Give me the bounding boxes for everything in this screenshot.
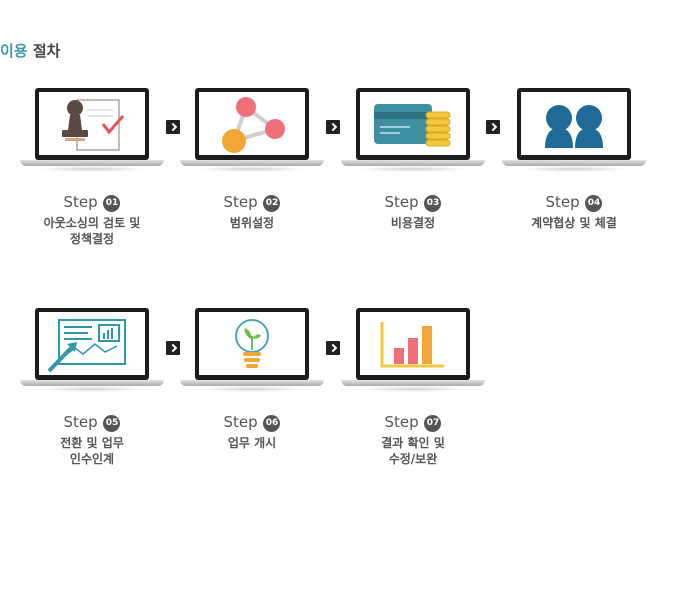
- step-label: Step 02: [180, 193, 324, 212]
- step-number: 05: [103, 415, 121, 432]
- page-title-accent: 이용: [0, 42, 28, 60]
- presentation-chart-icon: [47, 319, 126, 373]
- step-description: 계약협상 및 체결: [502, 215, 646, 231]
- step-description: 비용결정: [341, 215, 485, 231]
- bar-chart-icon: [380, 322, 444, 368]
- step-label: Step 03: [341, 193, 485, 212]
- step-word: Step: [223, 193, 258, 211]
- step-description: 결과 확인 및 수정/보완: [341, 435, 485, 467]
- step-word: Step: [384, 193, 419, 211]
- laptop-frame: [502, 88, 652, 178]
- step-label: Step 01: [20, 193, 164, 212]
- laptop-frame: [341, 308, 491, 398]
- step-number: 03: [424, 195, 442, 212]
- step-description-line: 정책결정: [69, 232, 115, 246]
- two-people-icon: [545, 105, 603, 148]
- step-number: 06: [263, 415, 281, 432]
- step-number: 04: [585, 195, 603, 212]
- step-word: Step: [63, 413, 98, 431]
- step-number: 02: [263, 195, 281, 212]
- step-description-line: 인수인계: [69, 452, 115, 466]
- step-description-line: 수정/보완: [388, 452, 438, 466]
- step-description-line: 전환 및 업무: [60, 436, 124, 450]
- page-title: 이용 절차: [0, 40, 60, 61]
- step-label: Step 06: [180, 413, 324, 432]
- step-number: 07: [424, 415, 442, 432]
- step-label: Step 07: [341, 413, 485, 432]
- step-description: 업무 개시: [180, 435, 324, 451]
- step-description-line: 범위설정: [229, 216, 275, 230]
- step-word: Step: [384, 413, 419, 431]
- laptop-frame: [341, 88, 491, 178]
- step-description-line: 비용결정: [390, 216, 436, 230]
- step-description-line: 계약협상 및 체결: [531, 216, 617, 230]
- laptop-frame: [180, 88, 330, 178]
- page-title-rest: 절차: [32, 42, 61, 60]
- step-word: Step: [223, 413, 258, 431]
- laptop-frame: [180, 308, 330, 398]
- step-description: 전환 및 업무 인수인계: [20, 435, 164, 467]
- step-word: Step: [545, 193, 580, 211]
- next-arrow-icon: [166, 341, 180, 355]
- laptop-frame: [20, 308, 170, 398]
- lightbulb-sprout-icon: [235, 319, 269, 368]
- step-word: Step: [63, 193, 98, 211]
- card-coins-icon: [374, 104, 451, 147]
- step-number: 01: [103, 195, 121, 212]
- network-nodes-icon: [222, 97, 285, 153]
- step-label: Step 05: [20, 413, 164, 432]
- laptop-frame: [20, 88, 170, 178]
- step-description-line: 업무 개시: [227, 436, 277, 450]
- step-description-line: 결과 확인 및: [381, 436, 445, 450]
- next-arrow-icon: [326, 341, 340, 355]
- step-description: 아웃소싱의 검토 및 정책결정: [20, 215, 164, 247]
- stamp-document-icon: [62, 99, 125, 151]
- step-description: 범위설정: [180, 215, 324, 231]
- step-description-line: 아웃소싱의 검토 및: [43, 216, 141, 230]
- next-arrow-icon: [486, 120, 500, 134]
- next-arrow-icon: [326, 120, 340, 134]
- step-label: Step 04: [502, 193, 646, 212]
- next-arrow-icon: [166, 120, 180, 134]
